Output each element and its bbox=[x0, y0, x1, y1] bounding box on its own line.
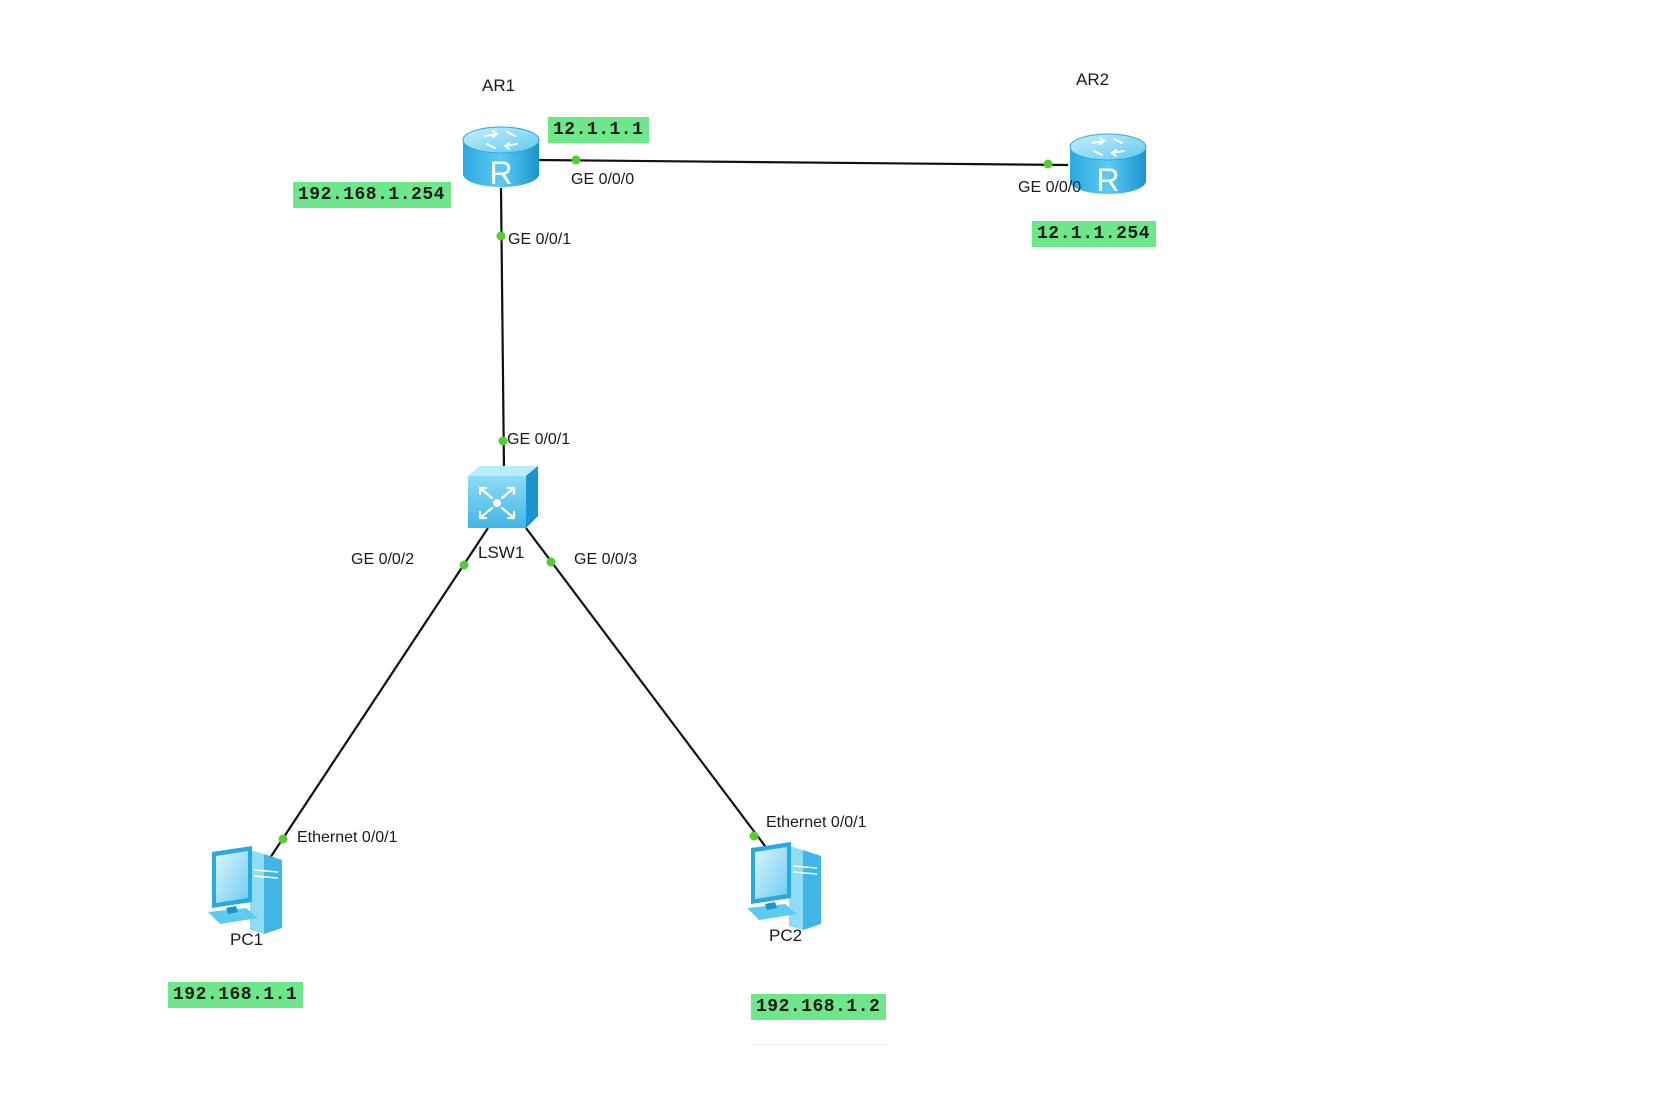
device-label-pc2: PC2 bbox=[769, 926, 803, 945]
ip-label-pc2: 192.168.1.2 bbox=[751, 994, 887, 1020]
divider bbox=[752, 1044, 890, 1045]
router-icon[interactable]: R bbox=[462, 126, 540, 191]
pc-icon[interactable] bbox=[208, 846, 282, 934]
link-lsw1-pc1[interactable] bbox=[269, 527, 489, 859]
device-label-lsw1: LSW1 bbox=[478, 543, 525, 562]
port-dot-ar1-ge000[interactable] bbox=[571, 155, 581, 165]
router-glyph: R bbox=[1096, 162, 1119, 198]
link-lsw1-pc2[interactable] bbox=[525, 527, 769, 851]
ip-label-ar1-lan: 192.168.1.254 bbox=[293, 182, 451, 208]
port-label-lsw1-ge003: GE 0/0/3 bbox=[574, 551, 638, 568]
port-dot-lsw1-ge003[interactable] bbox=[546, 557, 556, 567]
port-dot-ar1-ge001[interactable] bbox=[496, 231, 506, 241]
port-dot-lsw1-ge001[interactable] bbox=[498, 436, 508, 446]
port-label-lsw1-ge002: GE 0/0/2 bbox=[351, 551, 415, 568]
pc-icon[interactable] bbox=[747, 842, 821, 930]
port-label-ar1-ge001: GE 0/0/1 bbox=[508, 231, 572, 248]
port-dot-lsw1-ge002[interactable] bbox=[459, 560, 469, 570]
port-dots bbox=[278, 155, 1053, 844]
port-label-ar2-ge000: GE 0/0/0 bbox=[1018, 179, 1082, 196]
router-icon[interactable]: R bbox=[1069, 133, 1147, 198]
port-dot-ar2-ge000[interactable] bbox=[1043, 159, 1053, 169]
port-label-pc2-eth001: Ethernet 0/0/1 bbox=[766, 814, 867, 831]
port-label-lsw1-ge001: GE 0/0/1 bbox=[507, 431, 571, 448]
port-label-pc1-eth001: Ethernet 0/0/1 bbox=[297, 829, 398, 846]
link-ar1-ar2[interactable] bbox=[537, 158, 1069, 167]
ip-label-pc1: 192.168.1.1 bbox=[168, 982, 304, 1008]
link-ar1-lsw1[interactable] bbox=[499, 187, 506, 471]
links bbox=[269, 158, 1069, 859]
device-label-pc1: PC1 bbox=[230, 930, 264, 949]
device-label-ar2: AR2 bbox=[1076, 70, 1110, 89]
ip-label-ar2-wan: 12.1.1.254 bbox=[1032, 221, 1157, 247]
switch-icon[interactable] bbox=[468, 466, 538, 528]
router-glyph: R bbox=[489, 155, 512, 191]
port-dot-pc1-eth001[interactable] bbox=[278, 834, 288, 844]
ip-label-ar1-wan: 12.1.1.1 bbox=[548, 117, 650, 143]
port-label-ar1-ge000: GE 0/0/0 bbox=[571, 171, 635, 188]
port-dot-pc2-eth001[interactable] bbox=[749, 831, 759, 841]
device-label-ar1: AR1 bbox=[482, 76, 516, 95]
